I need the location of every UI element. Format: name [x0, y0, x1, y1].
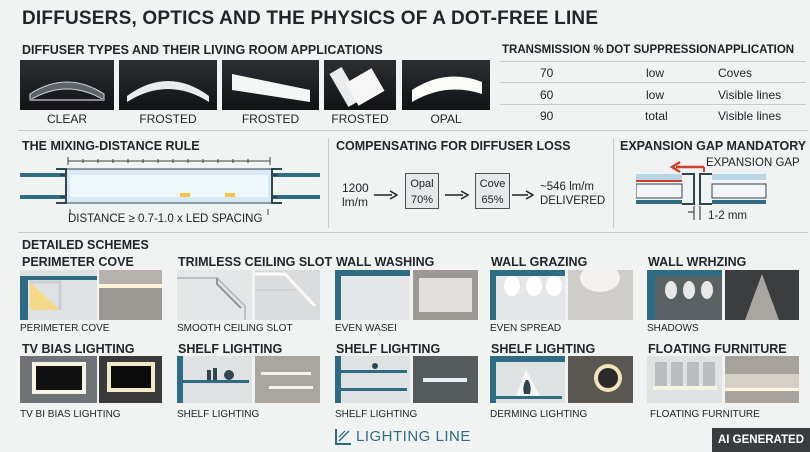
table-header-transmission: TRANSMISSION %	[502, 44, 604, 56]
scheme-caption: FLOATING FURNITURE	[650, 409, 760, 420]
trimless-slot-diagram	[177, 270, 252, 320]
table-header-dot-suppression: DOT SUPPRESSION	[606, 44, 717, 56]
scheme-title: PERIMETER COVE	[22, 255, 134, 269]
input-flux-unit: lm/m	[342, 195, 368, 209]
section-divider	[18, 232, 808, 233]
table-divider	[500, 82, 806, 83]
opal-loss-box: Opal 70%	[405, 173, 439, 209]
wall-shadows-diagram	[647, 270, 722, 320]
table-cell: low	[646, 88, 665, 102]
mixing-diagram	[20, 155, 320, 225]
lighting-line-logo-icon	[334, 428, 352, 446]
brand-name: LIGHTING LINE	[356, 428, 471, 445]
arrow-icon	[512, 187, 535, 200]
expansion-diagram	[635, 160, 806, 228]
diffuser-swatch-frosted-3	[324, 60, 396, 110]
wall-washing-diagram	[335, 270, 410, 320]
page-title: DIFFUSERS, OPTICS AND THE PHYSICS OF A D…	[22, 8, 599, 29]
wall-washing-photo	[413, 270, 478, 320]
scheme-caption: SHADOWS	[647, 323, 699, 334]
scheme-caption: TV BI BIAS LIGHTING	[20, 409, 121, 420]
scheme-title: TV BIAS LIGHTING	[22, 342, 135, 356]
ai-generated-badge: AI GENERATED	[712, 428, 810, 452]
mixing-heading: THE MIXING-DISTANCE RULE	[22, 139, 200, 153]
table-cell: low	[646, 66, 665, 80]
table-header-application: APPLICATION	[717, 44, 795, 56]
floating-furniture-photo	[725, 356, 799, 403]
schemes-heading: DETAILED SCHEMES	[22, 238, 149, 252]
shelf-lighting-photo-2	[413, 356, 478, 403]
diffuser-swatch-frosted-2	[222, 60, 319, 110]
scheme-caption: EVEN SPREAD	[490, 323, 562, 334]
table-cell: total	[645, 109, 668, 123]
output-flux-value: ~546 lm/m	[540, 181, 595, 193]
swatch-label: FROSTED	[241, 112, 300, 126]
tv-bias-diagram	[20, 356, 97, 403]
table-cell: Coves	[718, 66, 753, 80]
diffuser-swatch-clear	[20, 60, 114, 110]
output-flux: ~546 lm/m DELIVERED	[540, 180, 605, 208]
diffuser-swatch-opal	[402, 60, 490, 110]
input-flux-value: 1200	[342, 181, 369, 195]
perimeter-cove-diagram	[20, 270, 97, 320]
table-cell: 70	[540, 66, 554, 80]
section-divider	[613, 138, 614, 228]
compensating-heading: COMPENSATING FOR DIFFUSER LOSS	[336, 139, 571, 153]
cove-label: Cove	[479, 178, 506, 190]
scheme-title: WALL GRAZING	[491, 255, 588, 269]
diffuser-section-heading: DIFFUSER TYPES AND THEIR LIVING ROOM APP…	[22, 43, 383, 57]
table-cell: Visible lines	[718, 109, 782, 123]
perimeter-cove-photo	[99, 270, 162, 320]
scheme-caption: SHELF LIGHTING	[335, 409, 418, 420]
scheme-title: TRIMLESS CEILING SLOT	[178, 255, 333, 269]
wall-shadows-photo	[725, 270, 799, 320]
shelf-lighting-diagram-2	[335, 356, 410, 403]
scheme-caption: SMOOTH CEILING SLOT	[177, 323, 293, 334]
swatch-label: FROSTED	[139, 112, 197, 126]
output-flux-label: DELIVERED	[540, 195, 606, 207]
scheme-caption: DERMING LIGHTING	[490, 409, 588, 420]
shelf-lighting-photo-1	[255, 356, 320, 403]
wall-grazing-photo	[568, 270, 633, 320]
table-cell: 60	[540, 88, 554, 102]
scheme-title: SHELF LIGHTING	[491, 342, 596, 356]
cove-loss-box: Cove 65%	[475, 173, 510, 209]
swatch-label: OPAL	[430, 112, 462, 126]
table-divider	[500, 61, 806, 62]
input-flux: 1200 lm/m	[342, 181, 369, 209]
scheme-title: SHELF LIGHTING	[178, 342, 283, 356]
arrow-icon	[374, 187, 399, 200]
scheme-title: WALL WRHZING	[648, 255, 747, 269]
arrow-icon	[445, 187, 470, 200]
scheme-title: FLOATING FURNITURE	[648, 342, 787, 356]
shelf-lighting-diagram-1	[177, 356, 252, 403]
opal-value: 70%	[410, 194, 434, 206]
cove-value: 65%	[481, 194, 504, 206]
table-cell: Visible lines	[718, 88, 782, 102]
mixing-caption: DISTANCE ≥ 0.7-1.0 x LED SPACING	[68, 213, 263, 225]
scheme-caption: PERIMETER COVE	[20, 323, 110, 334]
scheme-title: WALL WASHING	[336, 255, 435, 269]
section-divider	[328, 138, 329, 228]
swatch-label: FROSTED	[331, 112, 389, 126]
shelf-lighting-diagram-3	[490, 356, 565, 403]
wall-grazing-diagram	[490, 270, 565, 320]
diffuser-swatch-frosted-1	[119, 60, 217, 110]
expansion-heading: EXPANSION GAP MANDATORY	[620, 139, 807, 153]
scheme-caption: EVEN WASEI	[335, 323, 397, 334]
swatch-label: CLEAR	[46, 112, 87, 126]
shelf-lighting-photo-3	[568, 356, 633, 403]
table-divider	[500, 104, 806, 105]
opal-label: Opal	[410, 178, 434, 190]
scheme-caption: SHELF LIGHTING	[177, 409, 260, 420]
section-divider	[18, 130, 808, 131]
scheme-title: SHELF LIGHTING	[336, 342, 441, 356]
expansion-gap-label: EXPANSION GAP	[706, 157, 800, 169]
expansion-size-label: 1-2 mm	[708, 210, 747, 222]
floating-furniture-diagram	[647, 356, 722, 403]
trimless-slot-photo	[255, 270, 320, 320]
table-cell: 90	[540, 109, 554, 123]
tv-bias-photo	[99, 356, 162, 403]
